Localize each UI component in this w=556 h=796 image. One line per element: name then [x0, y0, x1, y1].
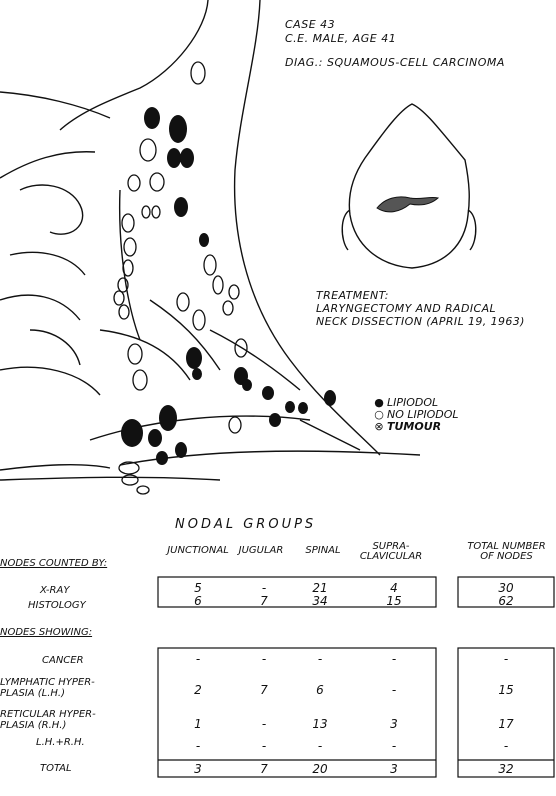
table-cell: -: [244, 652, 284, 666]
table-cell: -: [178, 652, 218, 666]
table-cell: 32: [486, 762, 526, 776]
table-cell: 20: [300, 762, 340, 776]
table-cell: 6: [300, 683, 340, 697]
table-cell: 15: [486, 683, 526, 697]
table-cell: 15: [374, 594, 414, 608]
table-cell: 3: [374, 762, 414, 776]
showing-label: NODES SHOWING:: [0, 627, 92, 638]
table-cell: 17: [486, 717, 526, 731]
row-label-rh: RETICULAR HYPER- PLASIA (R.H.): [0, 709, 96, 731]
col-total: TOTAL NUMBER OF NODES: [459, 542, 554, 562]
row-label-total: TOTAL: [40, 763, 72, 774]
table-cell: 13: [300, 717, 340, 731]
row-label-lh: LYMPHATIC HYPER- PLASIA (L.H.): [0, 677, 95, 699]
table-cell: 3: [374, 717, 414, 731]
row-label-histology: HISTOLOGY: [28, 600, 86, 611]
row-label-xray: X-RAY: [40, 585, 69, 596]
table-cell: 34: [300, 594, 340, 608]
table-cell: -: [486, 652, 526, 666]
table-cell: -: [374, 739, 414, 753]
table-cell: 4: [374, 581, 414, 595]
table-cell: 21: [300, 581, 340, 595]
col-junctional: JUNCTIONAL: [160, 546, 236, 556]
table-cell: 30: [486, 581, 526, 595]
row-label-lhrh: L.H.+R.H.: [36, 737, 85, 748]
table-cell: -: [300, 739, 340, 753]
table-cell: 3: [178, 762, 218, 776]
table-cell: -: [374, 683, 414, 697]
table-cell: 62: [486, 594, 526, 608]
table-cell: -: [300, 652, 340, 666]
counted-by-label: NODES COUNTED BY:: [0, 558, 107, 569]
col-spinal: SPINAL: [298, 546, 348, 556]
table-cell: 5: [178, 581, 218, 595]
table-cell: 7: [244, 683, 284, 697]
table-cell: -: [486, 739, 526, 753]
col-supraclavicular: SUPRA- CLAVICULAR: [353, 542, 429, 562]
row-label-cancer: CANCER: [42, 655, 84, 666]
table-cell: -: [244, 581, 284, 595]
table-cell: -: [178, 739, 218, 753]
table-cell: 7: [244, 762, 284, 776]
table-cell: -: [374, 652, 414, 666]
table-cell: 1: [178, 717, 218, 731]
table-cell: 6: [178, 594, 218, 608]
table-cell: 7: [244, 594, 284, 608]
table-cell: -: [244, 739, 284, 753]
table-cell: 2: [178, 683, 218, 697]
table-cell: -: [244, 717, 284, 731]
col-jugular: JUGULAR: [234, 546, 288, 556]
